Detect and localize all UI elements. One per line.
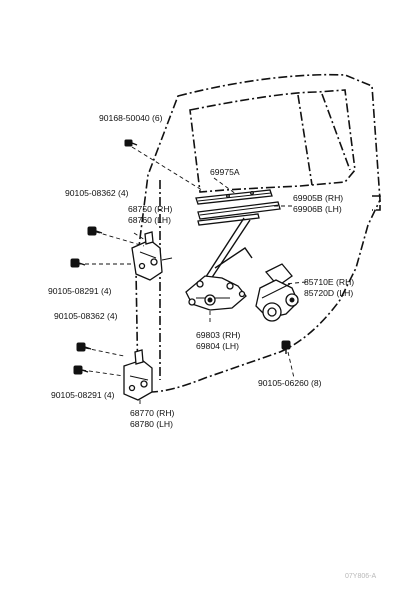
bolt-upper-hinge-2-part: [70, 258, 86, 268]
label-motor: 85710E (RH) 85720D (LH): [304, 277, 357, 298]
weatherstrip-part: [195, 189, 273, 205]
label-glass-channel: 69905B (RH) 69906B (LH): [293, 193, 346, 214]
leader-lines: [78, 146, 307, 404]
upper-hinge-part: [131, 231, 173, 281]
label-bolt-top: 90168-50040 (6): [99, 113, 163, 123]
bolt-regulator-part: [281, 340, 291, 354]
regulator-part: [185, 217, 253, 311]
glass-channel-part: [197, 201, 281, 226]
label-bolt-lower-hinge-2: 90105-08291 (4): [51, 390, 115, 400]
label-lower-hinge: 68770 (RH) 68780 (LH): [130, 408, 177, 429]
label-bolt-upper-hinge-2: 90105-08291 (4): [48, 286, 112, 296]
lower-hinge-part: [123, 349, 153, 401]
door-outline: [135, 73, 381, 393]
label-bolt-lower-hinge: 90105-08362 (4): [54, 311, 118, 321]
bolt-lower-hinge-2-part: [73, 365, 89, 375]
bolt-upper-hinge-part: [87, 226, 103, 236]
motor-part: [255, 263, 299, 322]
bolt-lower-hinge-part: [76, 342, 92, 352]
bolt-top-part: [124, 139, 138, 147]
label-upper-hinge: 68750 (RH) 68760 (LH): [128, 204, 175, 225]
reference-code: 07Y806-A: [345, 573, 376, 580]
label-bolt-upper-hinge: 90105-08362 (4): [65, 188, 129, 198]
label-weatherstrip: 69975A: [210, 167, 240, 177]
label-bolt-regulator: 90105-06260 (8): [258, 378, 322, 388]
label-regulator: 69803 (RH) 69804 (LH): [196, 330, 243, 351]
